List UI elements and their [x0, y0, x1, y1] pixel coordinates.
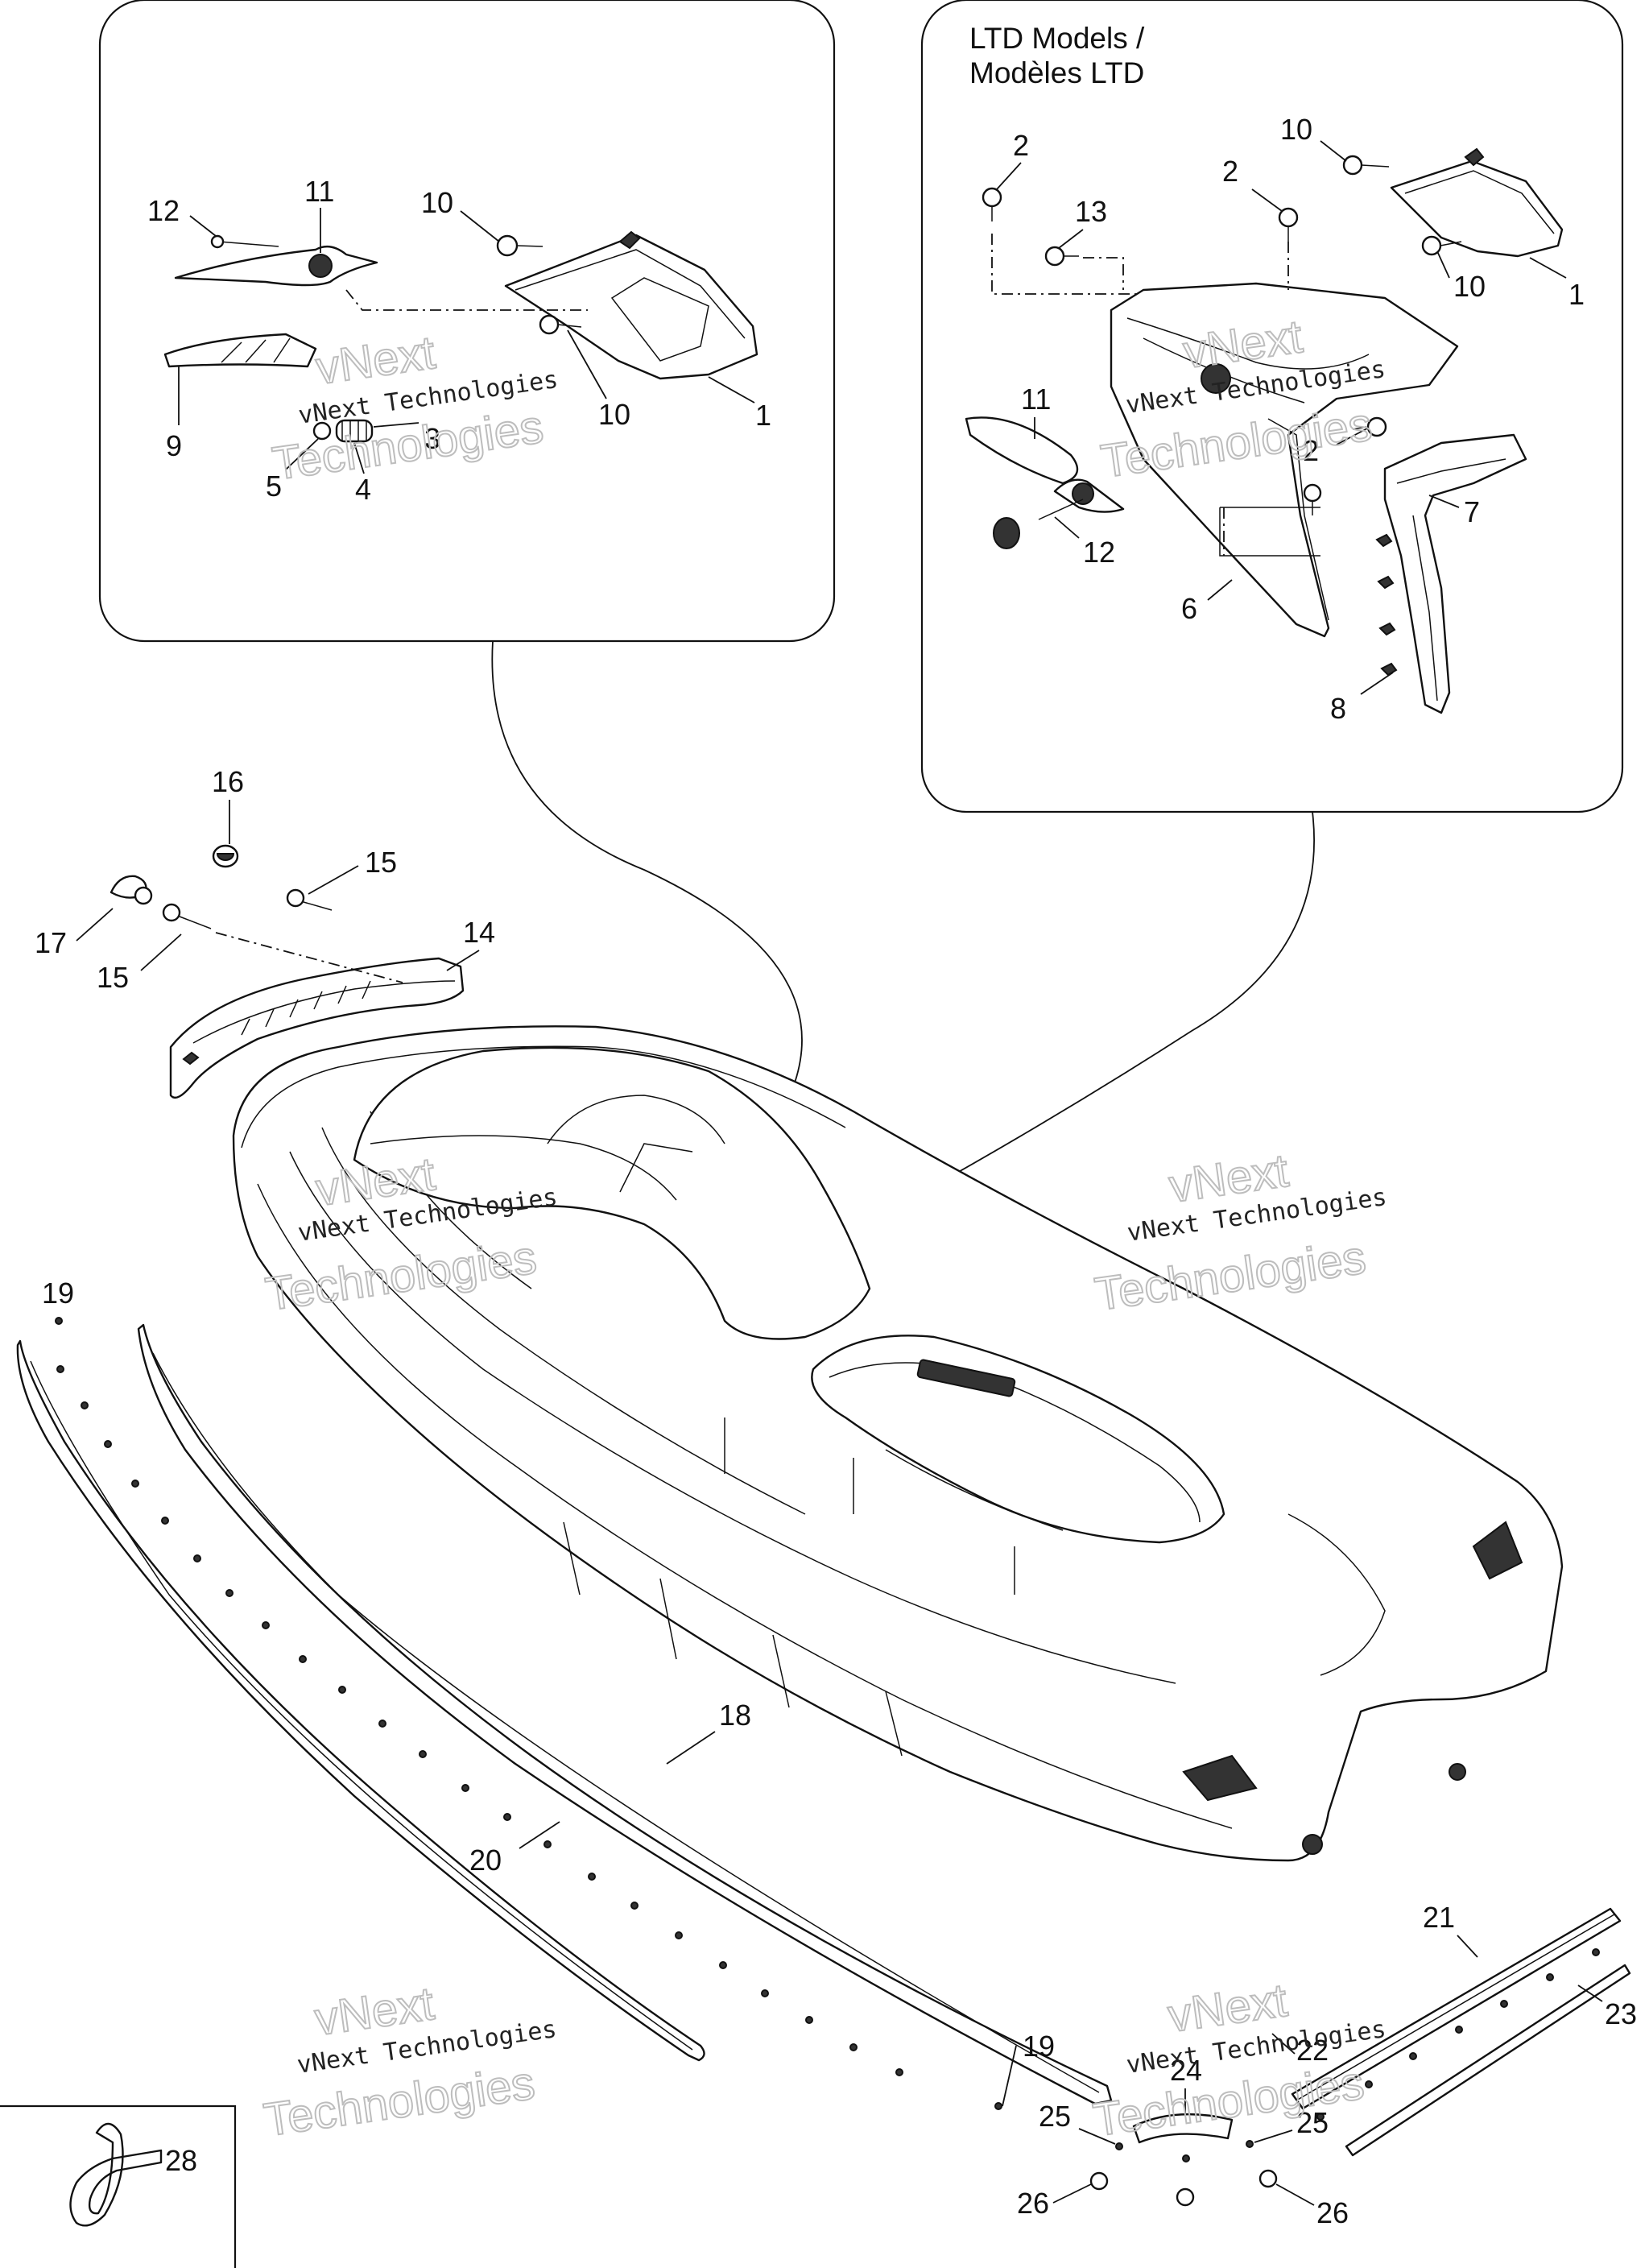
part-22-rivets	[1316, 1948, 1600, 2121]
ltd-callout-1: 1	[1568, 278, 1585, 311]
part-5-washer	[312, 421, 332, 441]
main-callouts-rails: 19 19 18 20	[42, 1277, 1055, 2107]
callout-17: 17	[35, 926, 67, 959]
hull-body	[232, 1025, 1564, 1862]
callout-18: 18	[719, 1699, 751, 1732]
part-14-hardware	[110, 844, 403, 983]
part-18-rub-rail	[137, 1323, 1113, 2105]
callout-5: 5	[266, 470, 282, 503]
part-9-trim	[163, 333, 317, 368]
ltd-callout-13: 13	[1075, 195, 1107, 228]
ltd-callout-10-top: 10	[1280, 113, 1312, 146]
left-inset-parts	[163, 230, 758, 443]
ltd-part-8-screws	[1375, 533, 1398, 677]
ltd-callout-2-left: 2	[1013, 129, 1029, 162]
callout-24: 24	[1170, 2054, 1202, 2087]
watermark-bottom-right: vNext vNext Technologies Technologies	[1089, 1973, 1388, 2147]
part-4-grommet	[335, 419, 374, 443]
ltd-callout-10-bottom: 10	[1453, 270, 1486, 303]
part-20-rub-rail	[16, 1339, 705, 2062]
callout-3: 3	[424, 422, 440, 455]
callout-26-right: 26	[1316, 2196, 1349, 2229]
callout-14: 14	[463, 916, 495, 949]
callout-20: 20	[469, 1844, 502, 1877]
ltd-callout-2-low: 2	[1303, 434, 1319, 467]
callout-10-top: 10	[421, 186, 453, 219]
main-callouts-front: 21 22 23 24 25 25 26 26	[1017, 1901, 1637, 2229]
part-10-screw-bottom	[539, 314, 560, 335]
part-10-screw-top	[496, 234, 519, 257]
callout-10-bottom: 10	[598, 398, 630, 431]
watermark-bottom-left: vNext vNext Technologies Technologies	[260, 1976, 559, 2147]
part-11-emblem	[174, 245, 378, 287]
ltd-part-12-grommet	[993, 517, 1020, 549]
left-inset-callouts: 12 11 10 10 1 9 3 5 4	[147, 175, 771, 506]
ltd-callout-2-mid: 2	[1222, 155, 1238, 188]
callout-19-bottom: 19	[1023, 2030, 1055, 2063]
callout-16: 16	[212, 765, 244, 798]
inset-right-frame	[920, 0, 1624, 813]
hull-seat	[353, 1046, 871, 1340]
callout-12: 12	[147, 194, 180, 227]
callout-21: 21	[1423, 1901, 1455, 1934]
callout-11: 11	[304, 175, 334, 208]
callout-25-right: 25	[1296, 2106, 1329, 2139]
part-12-screw	[218, 241, 279, 247]
ltd-part-6-side-panel	[1110, 282, 1459, 638]
watermark-left-inset: vNext vNext Technologies Technologies	[268, 325, 560, 491]
ltd-callout-12: 12	[1083, 536, 1115, 569]
callout-15-top: 15	[365, 846, 397, 879]
part-23-rail	[1345, 1964, 1631, 2157]
hull-footwell	[811, 1335, 1225, 1544]
part-25-26-hardware	[1089, 2140, 1278, 2207]
right-inset-parts	[965, 147, 1564, 714]
callout-19-top: 19	[42, 1277, 74, 1310]
callout-9: 9	[166, 429, 182, 462]
callout-23: 23	[1605, 1997, 1637, 2030]
callout-28: 28	[165, 2144, 197, 2177]
ltd-title-line2: Modèles LTD	[969, 56, 1144, 89]
ltd-part-7-trim	[1383, 433, 1527, 714]
callout-1: 1	[755, 399, 771, 432]
ltd-callout-6: 6	[1181, 592, 1197, 625]
callout-4: 4	[355, 473, 371, 506]
part-19-rivets	[55, 1317, 1002, 2110]
part-14-bumper	[169, 957, 465, 1099]
part-28-cable-tie	[69, 2122, 163, 2227]
ltd-callout-7: 7	[1464, 495, 1480, 528]
part-24-nose-piece	[1132, 2113, 1234, 2144]
watermark-hull-right: vNext vNext Technologies Technologies	[1091, 1144, 1389, 1322]
ltd-part-1-panel	[1390, 159, 1564, 258]
inset-left-frame	[98, 0, 836, 643]
frame-28-box	[0, 2105, 237, 2268]
part-1-side-panel	[504, 234, 758, 380]
ltd-title-line1: LTD Models /	[969, 22, 1145, 55]
callout-26-left: 26	[1017, 2187, 1049, 2220]
ltd-callout-11: 11	[1021, 383, 1051, 416]
main-callouts-top: 16 15 17 15 14	[35, 765, 495, 994]
callout-15-bottom: 15	[97, 961, 129, 994]
right-inset-callouts: 2 2 13 10 10 1 11 12 2 7 6 8	[996, 113, 1585, 725]
ltd-part-11-emblem	[965, 416, 1079, 485]
callout-22: 22	[1296, 2034, 1329, 2067]
ltd-callout-8: 8	[1330, 692, 1346, 725]
part-21-rail	[1291, 1907, 1622, 2110]
callout-25-left: 25	[1039, 2100, 1071, 2133]
